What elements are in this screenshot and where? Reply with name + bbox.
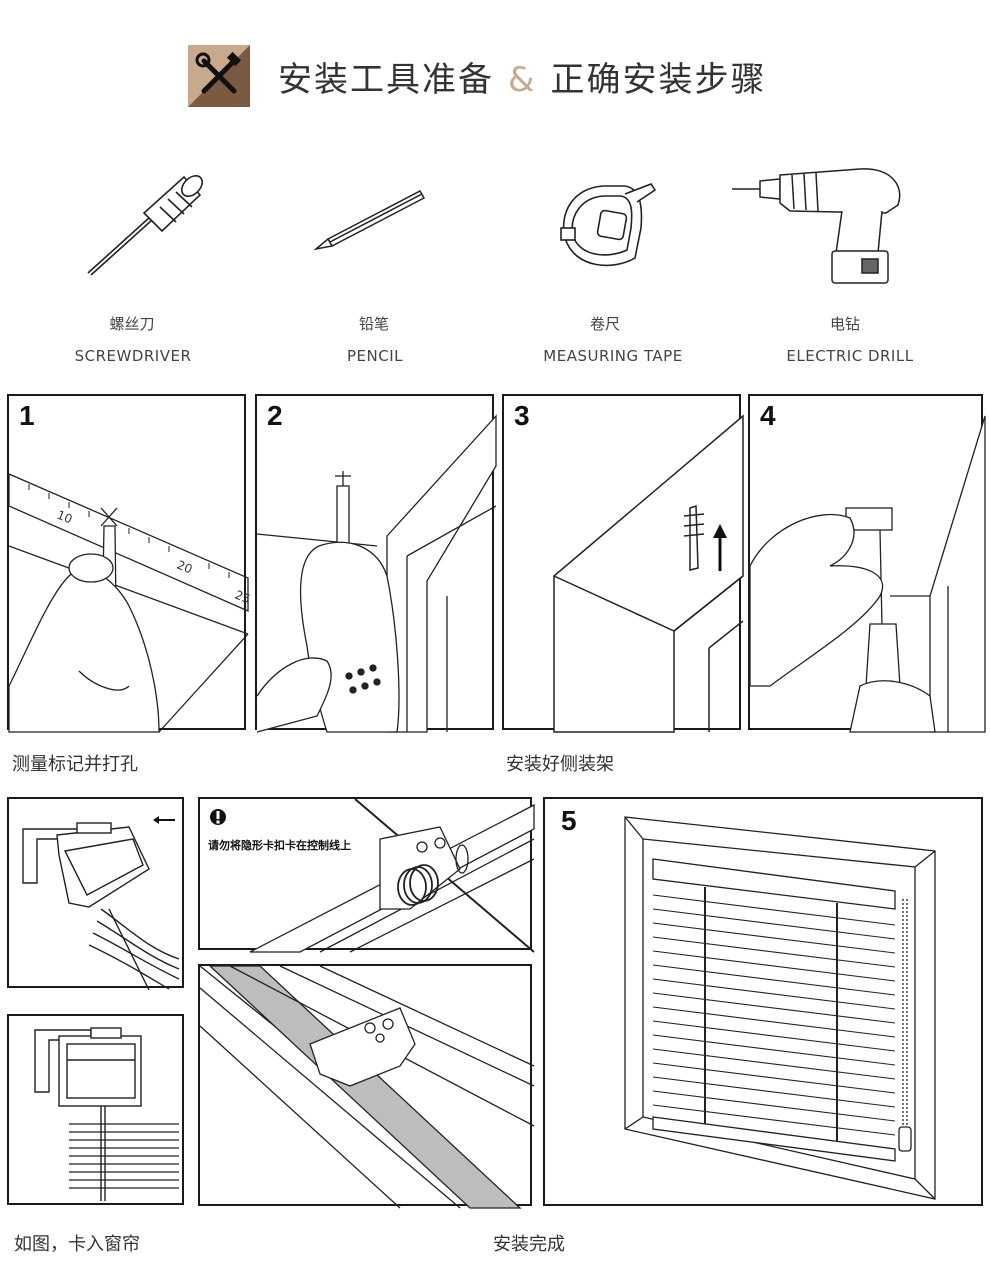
step-4-number: 4 xyxy=(760,400,776,431)
caption-install-brackets: 安装好侧装架 xyxy=(506,754,614,775)
tool-en-drill: ELECTRIC DRILL xyxy=(786,347,914,365)
tool-name-tape: 卷尺 xyxy=(589,315,620,333)
title-ampersand: & xyxy=(508,60,537,100)
title-steps: 正确安装步骤 xyxy=(550,60,767,100)
step-5-panel: 5 xyxy=(543,797,983,1206)
tool-en-screwdriver: SCREWDRIVER xyxy=(74,347,192,365)
step-2-panel: 2 xyxy=(255,394,497,733)
tool-en-tape: MEASURING TAPE xyxy=(543,347,683,365)
tool-en-pencil: PENCIL xyxy=(347,347,403,365)
tape-measure-icon xyxy=(555,178,665,277)
caption-measure-drill: 测量标记并打孔 xyxy=(12,754,138,775)
step-2-number: 2 xyxy=(267,400,283,431)
clip-detail-panel-b xyxy=(7,1014,184,1205)
step-3-panel: 3 xyxy=(502,394,744,733)
step-4-panel: 4 xyxy=(748,394,986,733)
drill-icon xyxy=(730,165,910,294)
tool-name-drill: 电钻 xyxy=(829,315,860,333)
caption-done: 安装完成 xyxy=(493,1234,565,1255)
title-tools: 安装工具准备 xyxy=(278,60,494,100)
pencil-icon xyxy=(310,185,430,259)
step-3-number: 3 xyxy=(514,400,530,431)
tools-logo-icon xyxy=(188,45,250,107)
warning-text: 请勿将隐形卡扣卡在控制线上 xyxy=(208,839,351,852)
step-1-number: 1 xyxy=(19,400,35,431)
tool-name-pencil: 铅笔 xyxy=(358,315,389,333)
step-1-panel: 1 10 20 25 xyxy=(7,394,252,733)
clip-warning-panel: 请勿将隐形卡扣卡在控制线上 xyxy=(198,797,535,953)
tool-name-screwdriver: 螺丝刀 xyxy=(109,315,155,333)
clip-detail-panel-a xyxy=(7,797,184,991)
rail-clip-panel xyxy=(198,964,535,1209)
page-title: 安装工具准备&正确安装步骤 xyxy=(278,52,767,101)
step-5-number: 5 xyxy=(561,805,577,836)
screwdriver-icon xyxy=(80,165,210,284)
caption-snap-in: 如图，卡入窗帘 xyxy=(14,1234,140,1255)
